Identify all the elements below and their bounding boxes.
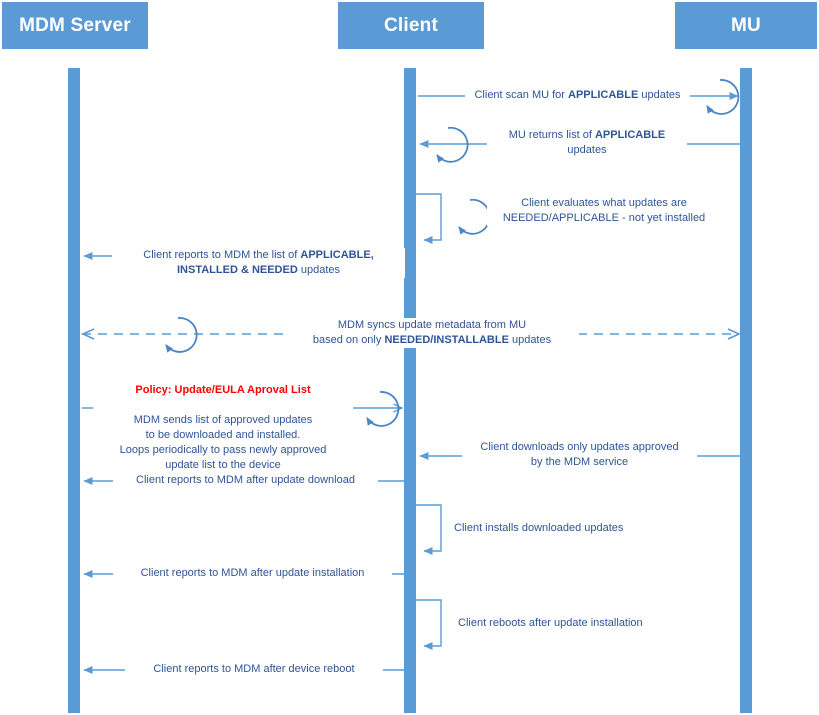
participant-mdm-server-label: MDM Server <box>19 14 131 36</box>
participant-mdm-server[interactable]: MDM Server <box>2 2 148 49</box>
participant-client-label: Client <box>384 14 438 36</box>
message-label-m9: Client installs downloaded updates <box>451 521 651 536</box>
message-label-m4: Client reports to MDM the list of APPLIC… <box>112 248 405 278</box>
message-label-m6: Policy: Update/EULA Aproval List MDM sen… <box>93 368 353 473</box>
message-arrow-m11 <box>416 599 442 650</box>
policy-label: Policy: Update/EULA Aproval List <box>135 384 311 396</box>
message-label-m8: Client reports to MDM after update downl… <box>113 473 378 488</box>
lifeline-mdm-server <box>68 68 80 713</box>
message-label-m12: Client reports to MDM after device reboo… <box>125 662 383 677</box>
participant-mu-label: MU <box>731 14 761 36</box>
lifeline-mu <box>740 68 752 713</box>
message-arrow-m3 <box>416 193 491 244</box>
message-arrow-m9 <box>416 504 442 555</box>
message-label-m10: Client reports to MDM after update insta… <box>113 566 392 581</box>
message-label-m11: Client reboots after update installation <box>455 616 680 631</box>
message-label-m1: Client scan MU for APPLICABLE updates <box>465 88 690 103</box>
lifeline-client <box>404 68 416 713</box>
participant-client[interactable]: Client <box>338 2 484 49</box>
participant-mu[interactable]: MU <box>675 2 817 49</box>
